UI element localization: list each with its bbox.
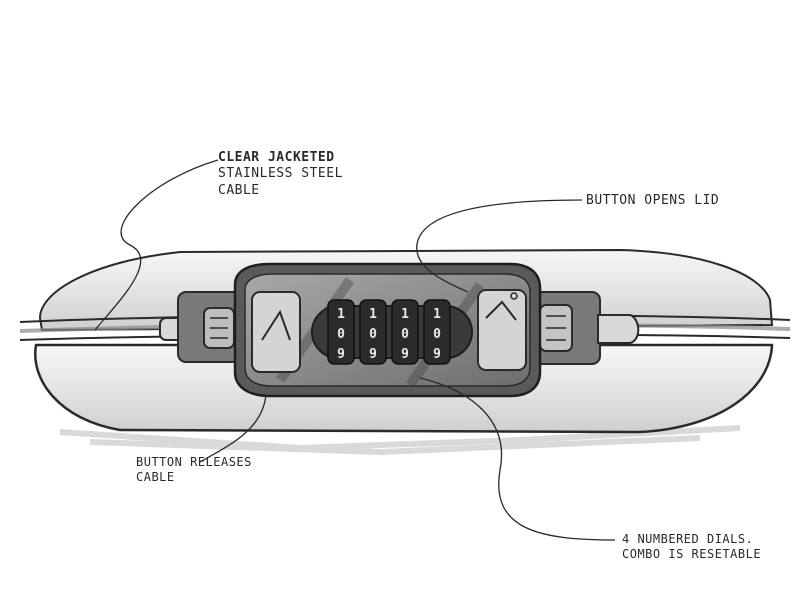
label-cable-line-2: Stainless steel	[218, 166, 343, 182]
label-button-release-line-1: Button releases	[136, 455, 252, 469]
label-dials: 4 numbered dials. Combo is resetable	[622, 532, 761, 562]
dial-2-bottom-digit: 9	[369, 347, 377, 362]
label-button-release: Button releases Cable	[136, 455, 252, 485]
combination-dial-3[interactable]: 1 0 9	[391, 299, 419, 365]
label-cable-line-3: Cable	[218, 182, 260, 198]
dial-1-bottom-digit: 9	[337, 347, 345, 362]
leader-lines	[94, 159, 616, 541]
label-cable: Clear Jacketed Stainless steel Cable	[218, 150, 343, 199]
label-button-lid-line-1: Button opens lid	[586, 193, 720, 208]
left-cable-end	[159, 291, 249, 363]
dial-4-bottom-digit: 9	[433, 347, 441, 362]
leader-button-release	[199, 394, 267, 463]
dial-3-bottom-digit: 9	[401, 347, 409, 362]
dial-2-middle-digit: 0	[369, 327, 377, 342]
dial-3-top-digit: 1	[401, 307, 409, 322]
dial-1-middle-digit: 0	[337, 327, 345, 342]
leader-dials	[419, 377, 616, 541]
combination-dial-4[interactable]: 1 0 9	[423, 299, 451, 365]
combination-dial-2[interactable]: 1 0 9	[359, 299, 387, 365]
dial-1-top-digit: 1	[337, 307, 345, 322]
lid-release-button-right[interactable]	[477, 289, 527, 371]
dial-3-middle-digit: 0	[401, 327, 409, 342]
dial-4-middle-digit: 0	[433, 327, 441, 342]
combination-dial-1[interactable]: 1 0 9	[327, 299, 355, 365]
dial-2-top-digit: 1	[369, 307, 377, 322]
label-button-lid: Button opens lid	[586, 193, 719, 209]
label-button-release-line-2: Cable	[136, 470, 175, 484]
dial-4-top-digit: 1	[433, 307, 441, 322]
leader-button-lid	[416, 199, 583, 293]
leader-cable	[94, 159, 219, 331]
label-dials-line-2: Combo is resetable	[622, 547, 762, 561]
lid-release-button-left[interactable]	[251, 291, 301, 373]
label-cable-line-1: Clear Jacketed	[218, 150, 335, 165]
right-cable-end	[524, 291, 640, 365]
label-dials-line-1: 4 numbered dials.	[622, 532, 754, 546]
shadow-strokes	[59, 425, 741, 456]
